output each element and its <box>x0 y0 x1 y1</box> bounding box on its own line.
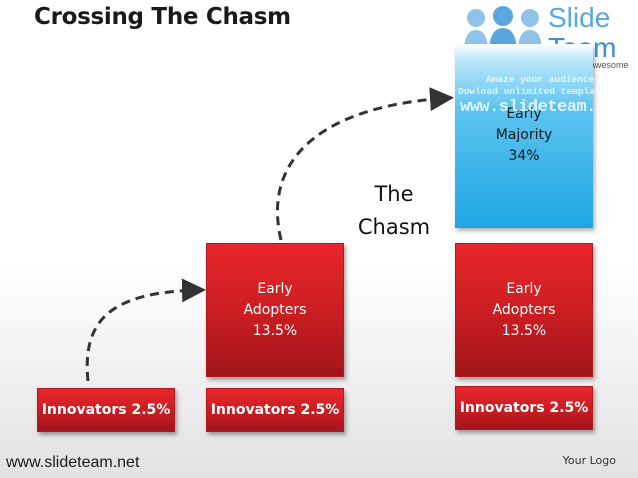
early-adopters-1-line1: Early <box>257 280 293 297</box>
early-adopters-2-line1: Early <box>506 280 542 297</box>
slide-title: Crossing The Chasm <box>34 4 291 30</box>
innovators-box-1: Innovators 2.5% <box>37 388 175 432</box>
chasm-label-line1: The <box>374 182 414 206</box>
early-adopters-2-line2: Adopters <box>492 301 556 318</box>
watermark-line2: Dowload unlimited templates <box>458 86 612 97</box>
early-adopters-1-line3: 13.5% <box>252 322 298 339</box>
early-majority-line3: 34% <box>508 148 540 164</box>
early-majority-box: Early Majority 34% <box>455 44 593 228</box>
watermark-line1: Amaze your audience <box>486 74 595 85</box>
chasm-label-line2: Chasm <box>357 215 431 239</box>
early-majority-line1: Early <box>506 106 542 122</box>
early-adopters-box-2: Early Adopters 13.5% <box>455 243 593 377</box>
innovators-box-3: Innovators 2.5% <box>455 386 593 430</box>
watermark-url: www.slideteam.net <box>460 98 625 117</box>
early-adopters-1-line2: Adopters <box>243 301 307 318</box>
dashed-arrow-icon <box>276 87 454 241</box>
watermark-brand-slide: Slide <box>548 2 611 33</box>
chasm-label: The Chasm <box>352 178 436 244</box>
early-adopters-box-1: Early Adopters 13.5% <box>206 243 344 377</box>
logo-placeholder: Your Logo <box>562 454 616 467</box>
early-majority-line2: Majority <box>495 127 553 143</box>
innovators-box-2: Innovators 2.5% <box>206 388 344 432</box>
early-adopters-2-line3: 13.5% <box>501 322 547 339</box>
dashed-arrow-icon <box>85 278 206 382</box>
footer-url: www.slideteam.net <box>6 454 140 471</box>
